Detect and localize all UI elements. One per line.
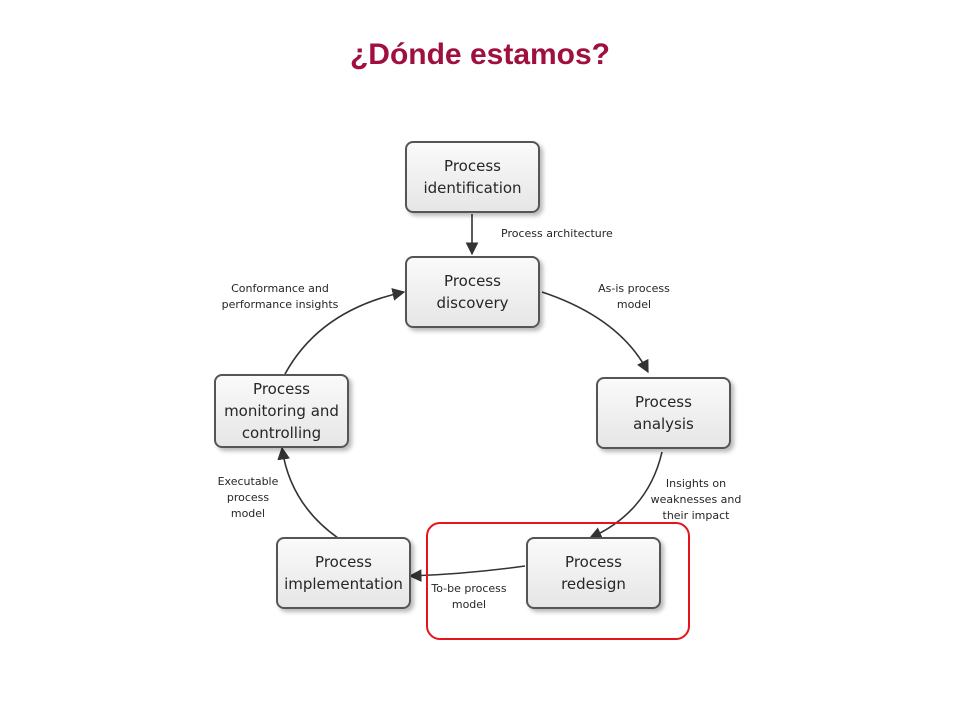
process-monitoring-box: Process monitoring and controlling [214,374,349,448]
edge-label-insights: Insights on weaknesses and their impact [650,477,742,522]
arrow-monitoring-to-discovery [284,288,406,375]
edge-label-process-architecture: Process architecture [501,227,613,240]
arrow-implementation-to-monitoring [277,446,339,539]
arrow-redesign-to-implementation [408,565,526,582]
process-analysis-box: Process analysis [596,377,731,449]
edge-label-to-be-model: To-be process model [431,582,507,611]
process-discovery-box: Process discovery [405,256,540,328]
process-identification-label: Process identification [423,157,522,197]
process-monitoring-label: Process monitoring and controlling [224,380,339,442]
process-implementation-label: Process implementation [284,553,403,593]
process-identification-box: Process identification [405,141,540,213]
process-discovery-label: Process discovery [436,272,509,312]
redesign-highlight-frame [426,522,690,640]
edge-label-executable-model: Executable process model [217,475,279,520]
slide-title: ¿Dónde estamos? [349,38,611,71]
arrow-analysis-to-redesign [588,451,663,540]
process-redesign-box: Process redesign [526,537,661,609]
edge-label-as-is-model: As-is process model [598,282,670,311]
process-analysis-label: Process analysis [633,393,694,433]
process-redesign-label: Process redesign [561,553,626,593]
process-implementation-box: Process implementation [276,537,411,609]
arrow-discovery-to-analysis [541,291,649,374]
edge-label-conformance-insights: Conformance and performance insights [221,282,339,311]
